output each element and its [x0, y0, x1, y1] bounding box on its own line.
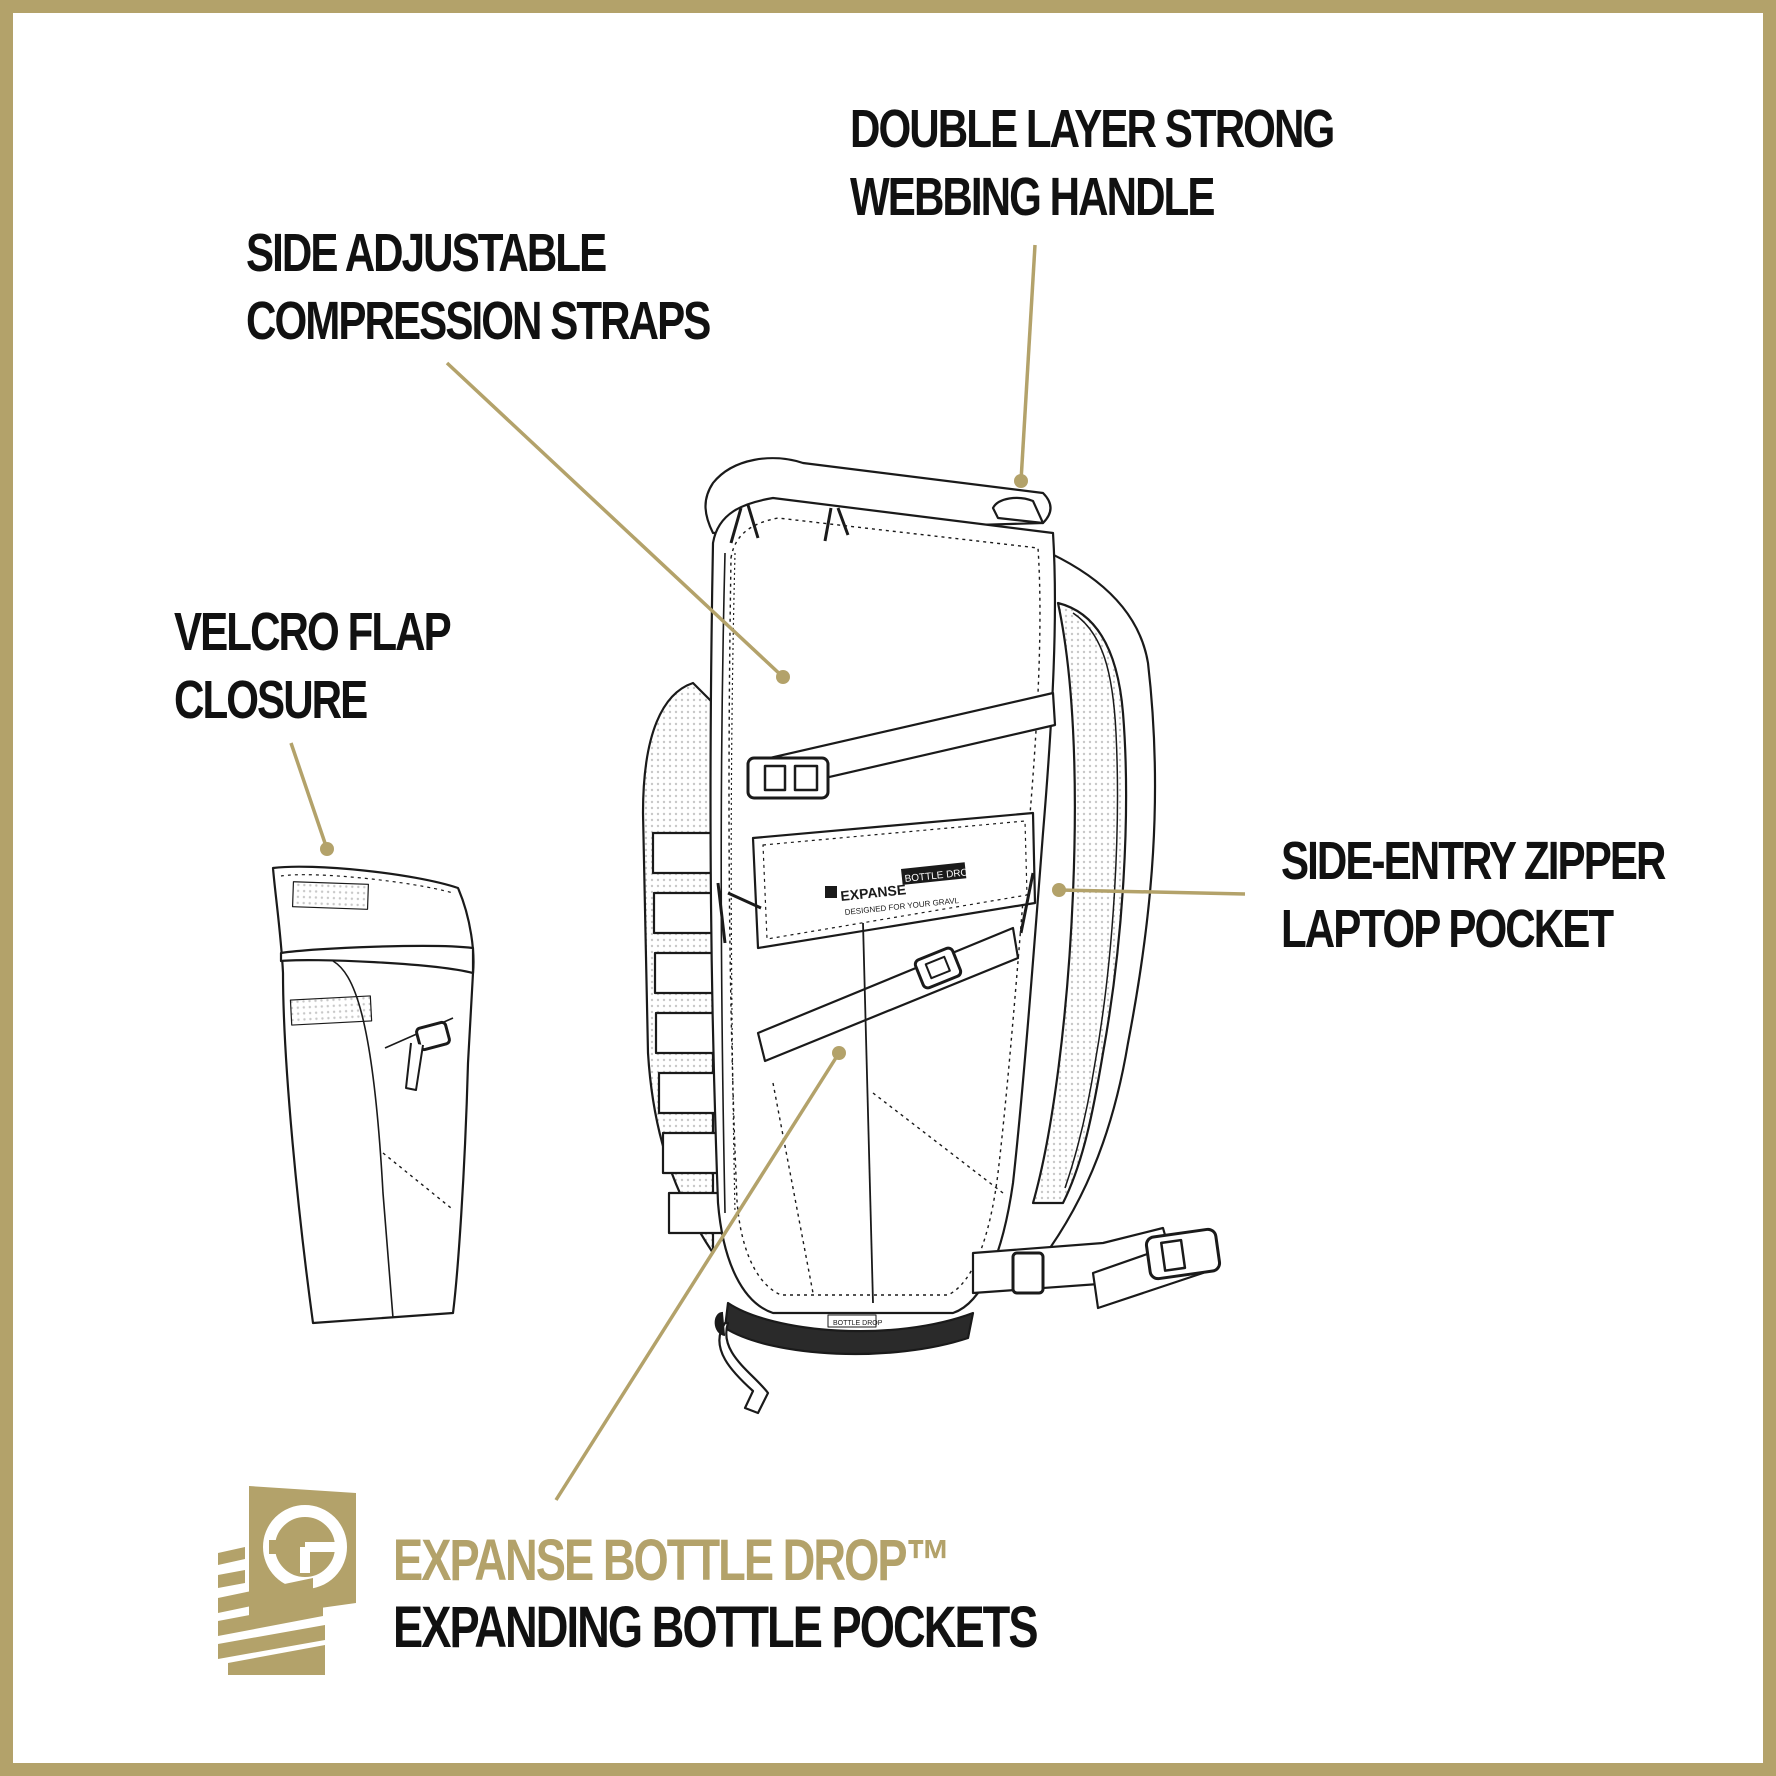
backpack-diagram: EXPANSE BOTTLE DROP DESIGNED FOR YOUR GR…: [218, 244, 1246, 1675]
callout-velcro-line2: CLOSURE: [174, 670, 368, 730]
hip-buckle: [1144, 1227, 1222, 1281]
leader-lines: [289, 244, 1246, 1501]
callout-compression-line2: COMPRESSION STRAPS: [246, 291, 711, 351]
leader-handle: [1019, 244, 1037, 482]
callout-laptop: SIDE-ENTRY ZIPPER LAPTOP POCKET: [1281, 827, 1666, 963]
backpack-illustration: EXPANSE BOTTLE DROP DESIGNED FOR YOUR GR…: [641, 457, 1222, 1415]
leader-velcro-dot: [320, 842, 334, 856]
callout-laptop-line1: SIDE-ENTRY ZIPPER: [1281, 831, 1666, 891]
callout-handle-line2: WEBBING HANDLE: [850, 167, 1215, 227]
callout-laptop-line2: LAPTOP POCKET: [1281, 899, 1614, 959]
leader-compression-dot: [776, 670, 790, 684]
small-patch-text: BOTTLE DROP: [833, 1320, 883, 1327]
patch-brand-text: EXPANSE: [840, 881, 907, 904]
callout-compression: SIDE ADJUSTABLE COMPRESSION STRAPS: [246, 219, 711, 355]
callout-velcro-line1: VELCRO FLAP: [174, 602, 452, 662]
leader-laptop: [1058, 888, 1246, 896]
bottle-pocket-illustration: [271, 865, 475, 1325]
buckle-upper: [746, 756, 830, 800]
callout-handle-line1: DOUBLE LAYER STRONG: [850, 99, 1335, 159]
feature-subtitle: EXPANDING BOTTLE POCKETS: [393, 1595, 1039, 1660]
leader-handle-dot: [1014, 474, 1028, 488]
feature-title: EXPANSE BOTTLE DROP™: [393, 1528, 951, 1593]
leader-velcro: [289, 742, 329, 850]
leader-bottle-dot: [832, 1046, 846, 1060]
logo-letter: G: [413, 1412, 414, 1414]
leader-compression: [445, 361, 785, 679]
leader-bottle: [554, 1052, 841, 1501]
callout-velcro: VELCRO FLAP CLOSURE: [174, 598, 452, 734]
leader-laptop-dot: [1052, 883, 1066, 897]
callout-compression-line1: SIDE ADJUSTABLE: [246, 223, 607, 283]
expanse-logo-icon: G: [218, 1412, 414, 1675]
callout-handle: DOUBLE LAYER STRONG WEBBING HANDLE: [850, 95, 1335, 231]
buckle-lower: [913, 946, 963, 990]
